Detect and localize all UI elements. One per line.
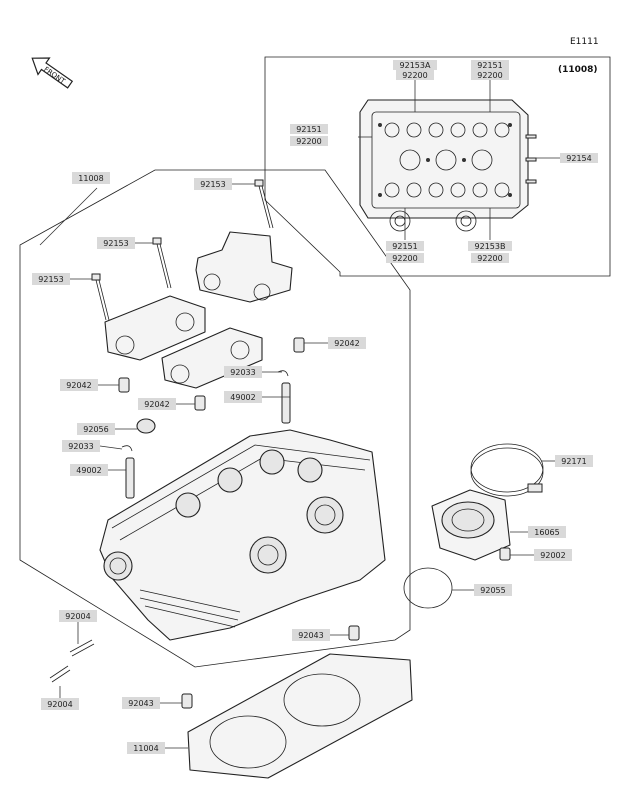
inset-label-92200-l: 92200 xyxy=(290,136,328,146)
svg-text:92002: 92002 xyxy=(540,551,565,560)
svg-text:92004: 92004 xyxy=(65,612,90,621)
head-bolt-middle xyxy=(152,237,172,289)
circlip-right xyxy=(277,370,289,377)
inset-label-92153b: 92153B xyxy=(468,241,512,251)
holder-screw xyxy=(499,547,511,561)
svg-text:92151: 92151 xyxy=(477,61,502,70)
inset-frame xyxy=(264,56,611,277)
inset-label-92200-c: 92200 xyxy=(386,253,424,263)
svg-text:92200: 92200 xyxy=(477,254,502,263)
page-code: E1111 xyxy=(570,37,599,47)
front-arrow-icon: FRONT xyxy=(31,57,74,89)
part-label-11004: 11004 xyxy=(127,742,165,754)
svg-text:16065: 16065 xyxy=(534,528,559,537)
dowel-pin-lower-left xyxy=(181,693,193,709)
part-label-92002: 92002 xyxy=(534,549,572,561)
part-label-92004-a: 92004 xyxy=(59,610,97,622)
stud-lower xyxy=(49,665,71,683)
o-ring xyxy=(403,567,453,609)
svg-text:92200: 92200 xyxy=(402,71,427,80)
dowel-pin-right xyxy=(293,337,305,353)
part-label-92055: 92055 xyxy=(474,584,512,596)
oil-seal-ring xyxy=(136,418,156,434)
part-label-49002-r: 49002 xyxy=(224,391,262,403)
inset-label: (11008) xyxy=(558,65,598,75)
svg-text:49002: 49002 xyxy=(76,466,101,475)
part-label-92033-l: 92033 xyxy=(62,440,100,452)
svg-text:92153: 92153 xyxy=(200,180,225,189)
svg-text:92171: 92171 xyxy=(561,457,586,466)
part-label-92043-r: 92043 xyxy=(292,629,330,641)
cylinder-head-body xyxy=(99,429,386,641)
inset-label-92154: 92154 xyxy=(560,153,598,163)
svg-text:11004: 11004 xyxy=(133,744,158,753)
svg-text:92042: 92042 xyxy=(66,381,91,390)
part-label-92042-r: 92042 xyxy=(328,337,366,349)
intake-holder xyxy=(431,489,511,561)
inset-label-92200-d: 92200 xyxy=(471,253,509,263)
svg-text:92043: 92043 xyxy=(128,699,153,708)
svg-text:92042: 92042 xyxy=(334,339,359,348)
assembly-frame xyxy=(19,169,411,668)
camshaft-cap-right xyxy=(161,327,263,389)
dowel-pin-lower-right xyxy=(348,625,360,641)
oil-pipe-right xyxy=(281,382,291,424)
part-label-11008: 11008 xyxy=(72,172,110,184)
part-label-16065: 16065 xyxy=(528,526,566,538)
leader-lines xyxy=(39,78,560,749)
part-label-92042-m: 92042 xyxy=(138,398,176,410)
inset-label-92200-b: 92200 xyxy=(471,70,509,80)
circlip-left xyxy=(121,445,133,452)
svg-text:92033: 92033 xyxy=(230,368,255,377)
part-label-92153-b: 92153 xyxy=(97,237,135,249)
part-labels: 11008 92153 92153 92153 92042 92033 4900… xyxy=(32,60,598,754)
svg-text:92153B: 92153B xyxy=(475,242,506,251)
svg-text:92153: 92153 xyxy=(38,275,63,284)
part-label-92153-a: 92153 xyxy=(194,178,232,190)
svg-text:92043: 92043 xyxy=(298,631,323,640)
inset-head-top-view xyxy=(359,99,537,232)
head-bolt-left xyxy=(91,273,110,321)
svg-text:92153: 92153 xyxy=(103,239,128,248)
dowel-pin-left xyxy=(118,377,130,393)
svg-text:92056: 92056 xyxy=(83,425,108,434)
svg-text:92151: 92151 xyxy=(296,125,321,134)
svg-text:92200: 92200 xyxy=(392,254,417,263)
svg-text:92033: 92033 xyxy=(68,442,93,451)
part-label-92004-b: 92004 xyxy=(41,698,79,710)
part-label-49002-l: 49002 xyxy=(70,464,108,476)
svg-text:49002: 49002 xyxy=(230,393,255,402)
camshaft-cap-left xyxy=(104,295,206,361)
svg-text:92151: 92151 xyxy=(392,242,417,251)
inset-label-92151-l: 92151 xyxy=(290,124,328,134)
svg-text:92004: 92004 xyxy=(47,700,72,709)
hose-clamp xyxy=(470,443,544,497)
inset-label-92200-a: 92200 xyxy=(396,70,434,80)
svg-text:92200: 92200 xyxy=(296,137,321,146)
part-label-92042-l: 92042 xyxy=(60,379,98,391)
inset-label-92151-b: 92151 xyxy=(386,241,424,251)
part-label-92171: 92171 xyxy=(555,455,593,467)
part-label-92056: 92056 xyxy=(77,423,115,435)
svg-text:92200: 92200 xyxy=(477,71,502,80)
inset-label-92151-a: 92151 xyxy=(471,60,509,70)
svg-text:92042: 92042 xyxy=(144,400,169,409)
inset-label-92153a: 92153A xyxy=(393,60,437,70)
stud-upper xyxy=(69,639,95,657)
camshaft-cap-upper xyxy=(195,231,293,303)
svg-text:92154: 92154 xyxy=(566,154,591,163)
oil-pipe-left xyxy=(125,457,135,499)
head-bolt-right xyxy=(254,179,274,229)
dowel-pin-middle xyxy=(194,395,206,411)
svg-text:92153A: 92153A xyxy=(400,61,431,70)
part-label-92153-c: 92153 xyxy=(32,273,70,285)
part-label-92033-r: 92033 xyxy=(224,366,262,378)
svg-text:92055: 92055 xyxy=(480,586,505,595)
head-gasket xyxy=(187,653,413,779)
svg-text:11008: 11008 xyxy=(78,174,103,183)
part-label-92043-l: 92043 xyxy=(122,697,160,709)
